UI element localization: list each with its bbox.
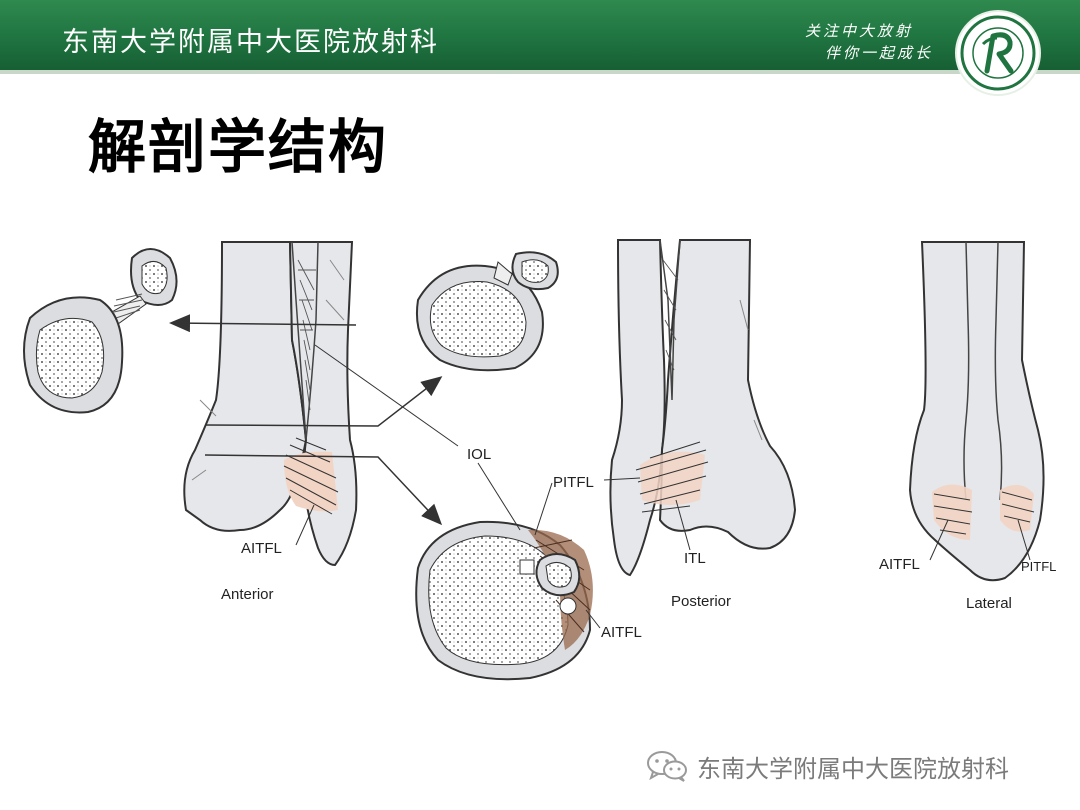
lateral-view: [910, 242, 1044, 580]
label-view-lateral: Lateral: [966, 595, 1012, 612]
cross-section-distal: [315, 345, 600, 679]
label-view-anterior: Anterior: [221, 586, 274, 603]
hospital-radiology-logo-icon: [953, 8, 1043, 98]
header-slogan-line2: 伴你一起成长: [825, 42, 933, 63]
cross-section-middle: [417, 252, 558, 370]
header-bar: 东南大学附属中大医院放射科 关注中大放射 伴你一起成长: [0, 0, 1080, 74]
header-title: 东南大学附属中大医院放射科: [62, 20, 439, 59]
watermark: 东南大学附属中大医院放射科: [645, 748, 1009, 784]
slide-title: 解剖学结构: [88, 100, 388, 184]
header-slogan-line1: 关注中大放射: [805, 20, 913, 41]
cross-section-proximal: [24, 249, 177, 412]
wechat-icon: [645, 749, 689, 783]
ankle-anatomy-figure: AITFL Anterior IOL PITFL AITFL ITL Poste…: [0, 225, 1080, 695]
label-pitfl-lateral: PITFL: [1021, 559, 1056, 574]
label-iol: IOL: [467, 446, 491, 463]
label-aitfl-anterior: AITFL: [241, 540, 282, 557]
posterior-view: [604, 240, 795, 575]
label-itl: ITL: [684, 550, 706, 567]
label-view-posterior: Posterior: [671, 593, 731, 610]
label-aitfl-lateral: AITFL: [879, 556, 920, 573]
watermark-text: 东南大学附属中大医院放射科: [697, 749, 1009, 784]
label-pitfl-cross: PITFL: [553, 474, 594, 491]
anterior-view: [172, 242, 440, 565]
label-aitfl-cross: AITFL: [601, 624, 642, 641]
